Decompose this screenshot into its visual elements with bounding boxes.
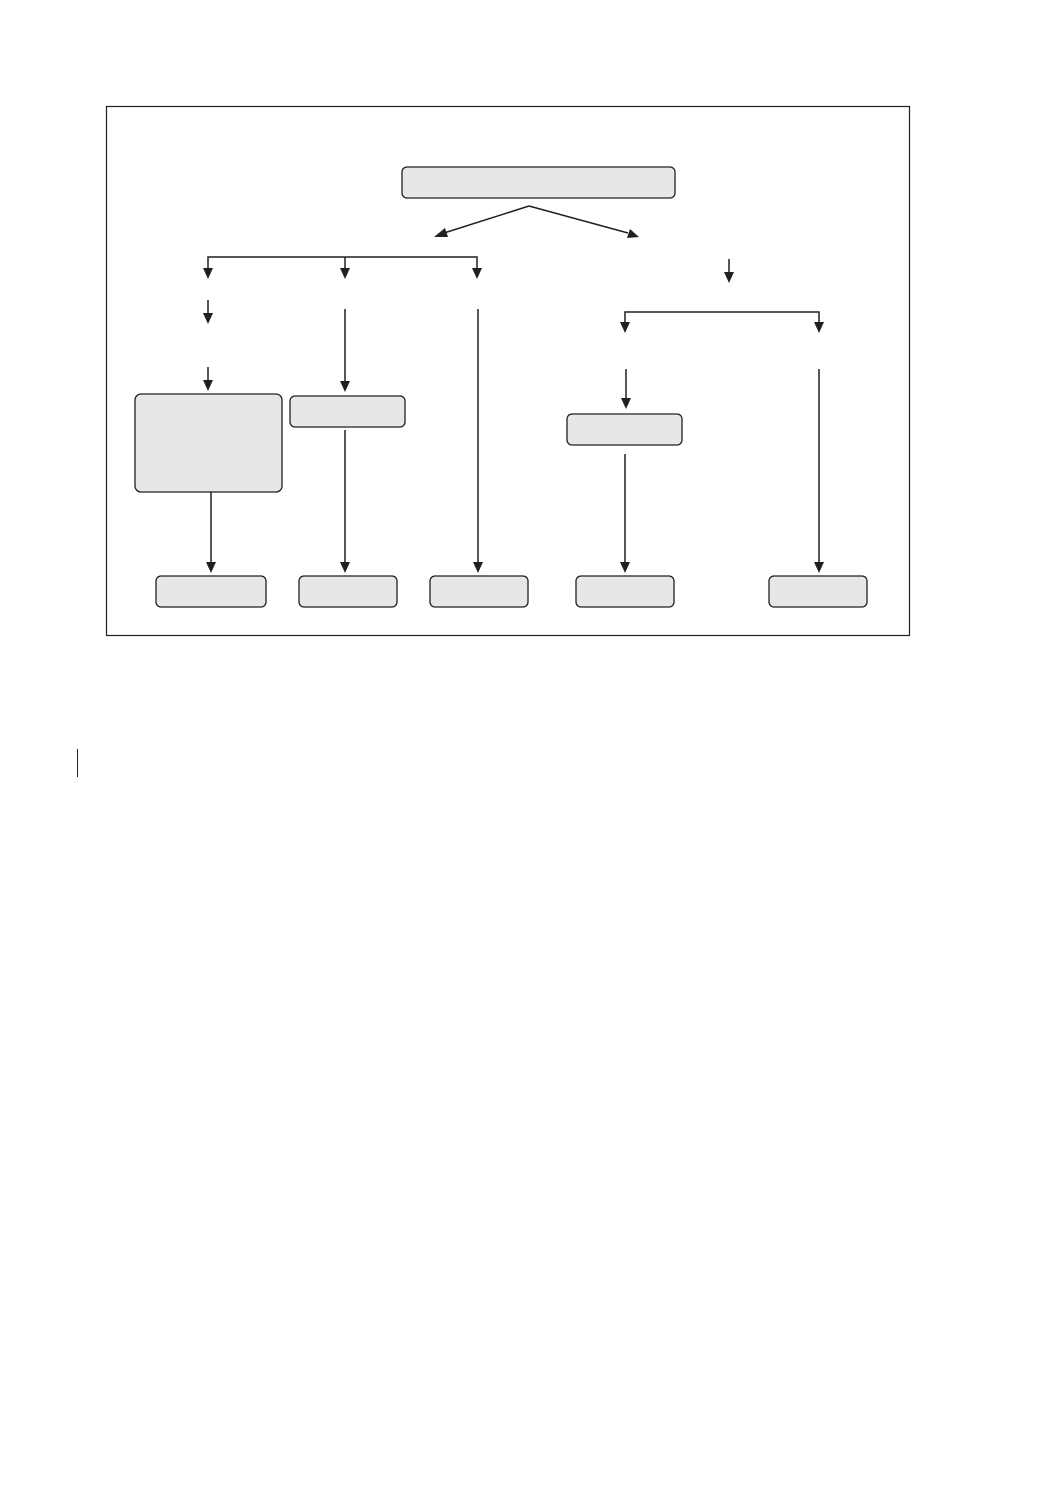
node-out-1 (155, 575, 267, 608)
node-left-b (289, 395, 406, 428)
edge-out-3-chain (473, 309, 483, 573)
diagram-frame (105, 105, 911, 637)
node-left-a (134, 393, 283, 493)
edge-right-branch (620, 259, 824, 333)
node-root (401, 166, 676, 199)
edge-left-a-chain (203, 300, 213, 391)
edge-right-a-chain (621, 369, 631, 409)
edge-left-b-chain (340, 309, 350, 392)
edge-right-a-out (620, 454, 630, 573)
node-right-a (566, 413, 683, 446)
node-out-5 (768, 575, 868, 608)
node-out-2 (298, 575, 398, 608)
edge-left-branch (203, 256, 482, 279)
node-out-4 (575, 575, 675, 608)
edge-root-split (434, 205, 639, 238)
node-out-3 (429, 575, 529, 608)
edge-out-5-chain (814, 369, 824, 573)
edge-left-b-out (340, 430, 350, 573)
margin-mark (77, 749, 78, 777)
edge-left-a-out (206, 492, 216, 573)
